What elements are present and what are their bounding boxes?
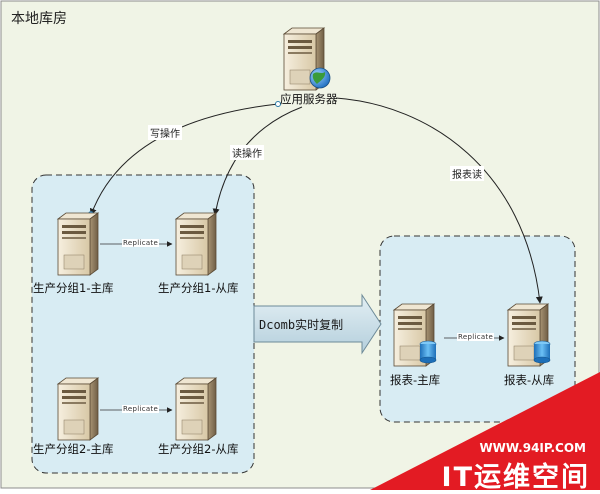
report-group-container: [379, 235, 576, 423]
server-g1-master-icon: [57, 212, 99, 276]
server-report-slave-icon: [507, 303, 551, 367]
watermark-name: IT运维空间: [441, 462, 590, 493]
label-report-master: 报表-主库: [390, 373, 441, 387]
edge-report-read: [335, 97, 543, 304]
edge-write-start-dot: [275, 101, 281, 107]
replicate-label-group2: Replicate: [122, 405, 160, 413]
app-server-icon: [283, 27, 331, 91]
edge-label-report-read: 报表读: [450, 166, 484, 181]
watermark-banner: [370, 372, 600, 490]
dcomb-arrow-label: Dcomb实时复制: [259, 318, 344, 332]
server-g2-slave-icon: [175, 377, 217, 441]
frame-title: 本地库房: [11, 11, 67, 27]
watermark-url: WWW.94IP.COM: [479, 441, 586, 455]
label-g1-master: 生产分组1-主库: [33, 281, 114, 295]
dcomb-replication-arrow: [253, 293, 382, 355]
server-report-master-icon: [393, 303, 437, 367]
label-g1-slave: 生产分组1-从库: [158, 281, 239, 295]
server-g1-slave-icon: [175, 212, 217, 276]
replicate-label-report: Replicate: [457, 333, 495, 341]
edge-label-read: 读操作: [230, 145, 264, 160]
label-report-slave: 报表-从库: [504, 373, 555, 387]
label-app-server: 应用服务器: [280, 92, 338, 106]
label-g2-master: 生产分组2-主库: [33, 442, 114, 456]
server-g2-master-icon: [57, 377, 99, 441]
label-g2-slave: 生产分组2-从库: [158, 442, 239, 456]
replicate-label-group1: Replicate: [122, 239, 160, 247]
edge-label-write: 写操作: [148, 125, 182, 140]
